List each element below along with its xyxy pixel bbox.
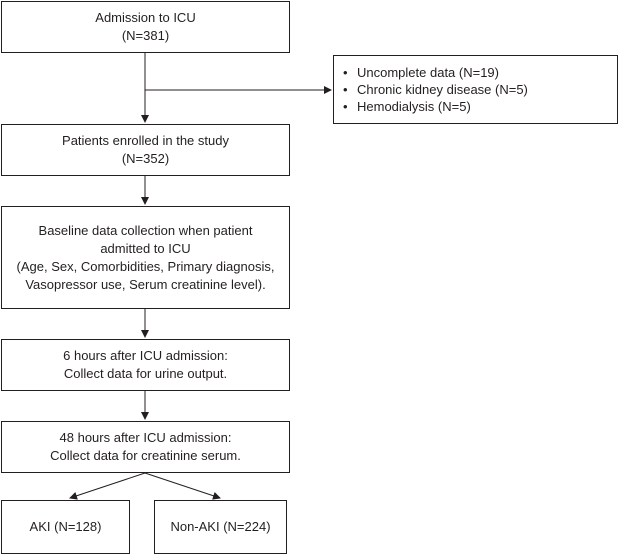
exclusion-item-label: Hemodialysis (N=5) [357,99,471,114]
exclusion-item-label: Chronic kidney disease (N=5) [357,82,528,97]
baseline-line-3: (Age, Sex, Comorbidities, Primary diagno… [16,258,275,274]
enrolled-title: Patients enrolled in the study [62,133,229,148]
exclusion-item-label: Uncomplete data (N=19) [357,65,499,80]
exclusion-item-uncomplete-data: • Uncomplete data (N=19) [343,64,499,81]
forty-eight-hours-box: 48 hours after ICU admission: Collect da… [1,421,290,473]
bullet-icon: • [343,82,348,97]
six-hours-line-2: Collect data for urine output. [63,366,228,381]
bullet-icon: • [343,65,348,80]
baseline-line-4: Vasopressor use, Serum creatinine level)… [25,276,266,292]
baseline-line-2: admitted to ICU [100,240,191,256]
exclusion-item-hemodialysis: • Hemodialysis (N=5) [343,98,471,115]
exclusion-box: • Uncomplete data (N=19) • Chronic kidne… [333,55,618,124]
arrow-48h-to-nonaki [144,472,221,500]
admission-box: Admission to ICU (N=381) [1,1,290,53]
bullet-icon: • [343,99,348,114]
admission-count: (N=381) [121,28,170,43]
baseline-box: Baseline data collection when patient ad… [1,206,290,309]
aki-label: AKI (N=128) [29,519,102,534]
admission-title: Admission to ICU [95,10,196,25]
aki-box: AKI (N=128) [1,500,130,554]
six-hours-box: 6 hours after ICU admission: Collect dat… [1,339,290,391]
non-aki-box: Non-AKI (N=224) [154,500,287,554]
exclusion-item-chronic-kidney-disease: • Chronic kidney disease (N=5) [343,81,528,98]
forty-eight-hours-line-2: Collect data for creatinine serum. [50,448,241,463]
arrow-48h-to-aki [69,472,146,500]
non-aki-label: Non-AKI (N=224) [170,519,271,534]
enrolled-count: (N=352) [121,151,170,166]
forty-eight-hours-line-1: 48 hours after ICU admission: [59,430,232,445]
six-hours-line-1: 6 hours after ICU admission: [63,348,228,363]
enrolled-box: Patients enrolled in the study (N=352) [1,124,290,176]
baseline-line-1: Baseline data collection when patient [38,222,253,238]
